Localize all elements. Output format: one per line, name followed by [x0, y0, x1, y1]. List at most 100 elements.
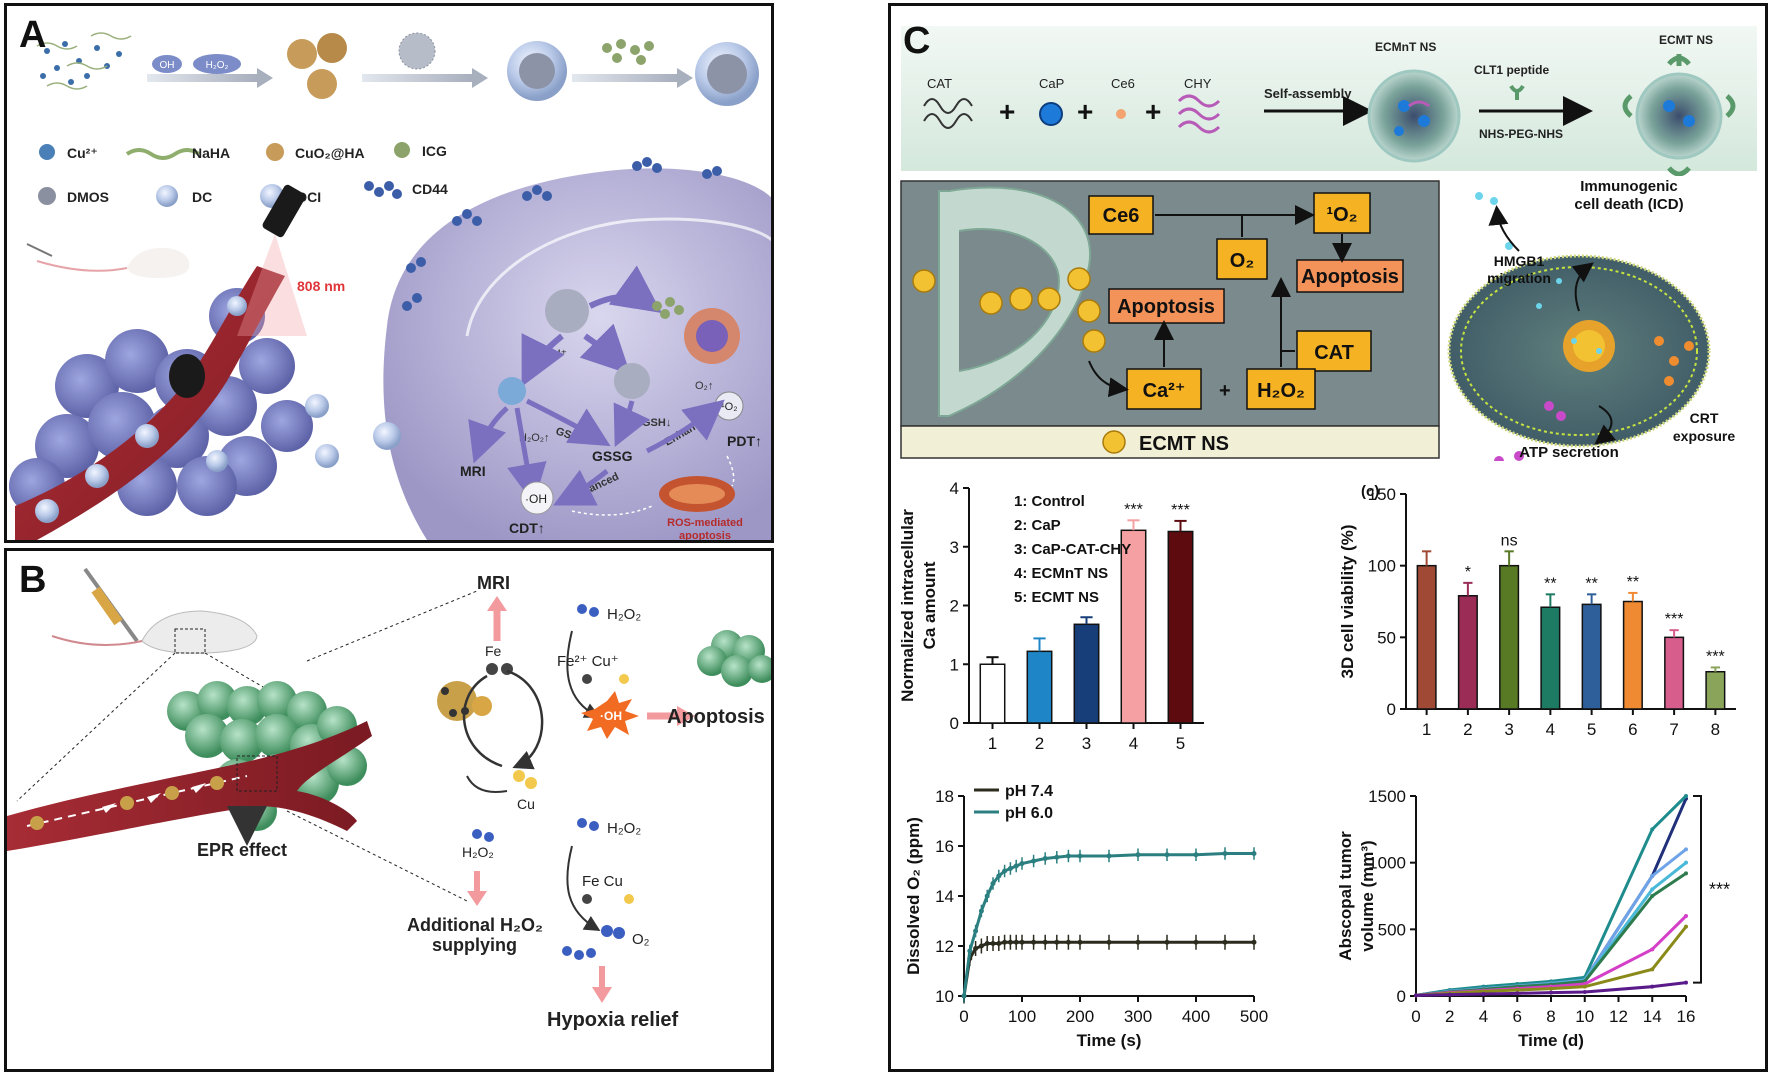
data-point [1650, 984, 1655, 989]
legend-naha: NaHA [192, 145, 230, 161]
y-tick-label: 2 [950, 597, 959, 616]
data-point [1582, 990, 1587, 994]
y-tick-label: 500 [1378, 920, 1406, 939]
x-tick-label: 0 [1411, 1007, 1420, 1026]
x-tick-label: 4 [1546, 720, 1555, 739]
hmgb1-line2: migration [1487, 270, 1551, 286]
bar [1540, 606, 1561, 710]
data-point [1007, 866, 1013, 871]
h2o2-up: H₂O₂↑ [519, 432, 550, 444]
significance-mark: *** [1709, 879, 1730, 899]
series-line [962, 852, 1254, 997]
x-tick-label: 1 [1422, 720, 1431, 739]
data-point [961, 993, 967, 999]
x-tick-label: 300 [1124, 1007, 1152, 1026]
data-point [1481, 992, 1486, 996]
x-tick-label: 500 [1240, 1007, 1268, 1026]
reagent-h2o2: H₂O₂ [206, 60, 229, 71]
panel-c: C CAT + CaP + Ce6 + CHY Self-a [888, 3, 1768, 1072]
box-h2o2: H₂O₂ [1257, 380, 1305, 402]
box-apoptosis-2: Apoptosis [1117, 296, 1215, 318]
data-point [1549, 990, 1553, 995]
y-tick-label: 150 [1368, 485, 1396, 504]
significance-mark: *** [1124, 501, 1143, 518]
data-point [1031, 858, 1037, 864]
data-point [1650, 967, 1655, 972]
data-point [1447, 992, 1452, 997]
y-tick-label: 0 [1387, 700, 1396, 719]
panel-b-label: B [19, 559, 47, 601]
svg-text:+: + [1145, 96, 1161, 127]
panel-a: A [4, 3, 774, 543]
significance-mark: ** [1627, 574, 1639, 591]
hmgb1-line1: HMGB1 [1494, 253, 1545, 269]
o2-b: O₂ [632, 931, 650, 948]
data-point [973, 946, 979, 951]
singlet-o2: ¹O₂ [721, 401, 738, 413]
legend-dc: DC [192, 189, 212, 205]
ecmnt-label: ECMnT NS [1375, 40, 1436, 54]
crt-line2: exposure [1673, 428, 1735, 444]
ros-line2: apoptosis [679, 530, 731, 540]
ros-line1: ROS-mediated [667, 517, 743, 529]
y-tick-label: 50 [1377, 628, 1396, 647]
data-point [1684, 847, 1688, 852]
x-tick-label: 0 [959, 1007, 968, 1026]
data-point [1031, 939, 1037, 945]
bar [1457, 595, 1478, 710]
box-singlet-o2: ¹O₂ [1326, 204, 1357, 226]
significance-mark: *** [1706, 648, 1725, 665]
data-point [1515, 988, 1520, 992]
reagent-oh: OH [160, 60, 175, 71]
data-point [1135, 852, 1141, 858]
additional-line1: Additional H₂O₂ [407, 915, 543, 935]
legend-entry: 1: Control [1014, 493, 1085, 510]
gsh-down-2: GSH↓ [642, 417, 671, 429]
data-point [1251, 939, 1257, 945]
y-tick-label: 0 [1397, 987, 1406, 1006]
significance-mark: * [1465, 564, 1471, 581]
data-point [967, 948, 973, 954]
data-point [1002, 868, 1008, 874]
x-tick-label: 4 [1479, 1007, 1488, 1026]
data-point [1019, 939, 1025, 945]
data-point [990, 941, 996, 946]
series-line [1415, 872, 1687, 997]
bar [1581, 603, 1602, 710]
box-ca: Ca²⁺ [1143, 380, 1186, 402]
ecmt-legend: ECMT NS [1139, 433, 1229, 455]
bar [979, 663, 1006, 724]
data-point [996, 873, 1002, 879]
data-point [1549, 986, 1553, 991]
significance-mark: ** [1544, 575, 1556, 592]
cd44-receptors [402, 157, 722, 311]
hypoxia-relief: Hypoxia relief [547, 1009, 679, 1031]
box-o2: O₂ [1230, 250, 1254, 272]
cu-label: Cu [517, 796, 535, 812]
bar [1026, 650, 1053, 724]
data-point [1164, 939, 1170, 945]
svg-text:+: + [1077, 96, 1093, 127]
y-tick-label: 3 [950, 538, 959, 557]
x-tick-label: 6 [1513, 1007, 1522, 1026]
data-point [1019, 861, 1025, 866]
series-line [1415, 794, 1688, 997]
legend-entry: 3: CaP-CAT-CHY [1014, 541, 1131, 558]
blood-vessel-b [7, 721, 372, 851]
data-point [1002, 939, 1008, 945]
epr-effect: EPR effect [197, 840, 287, 860]
crt-line1: CRT [1690, 410, 1719, 426]
synthesis-strip: OH H₂O₂ [36, 32, 759, 106]
series-line [1415, 848, 1687, 997]
data-point [990, 881, 996, 886]
fe-cu-b: Fe Cu [582, 873, 623, 890]
clt1-label: CLT1 peptide [1474, 63, 1549, 77]
data-point [1193, 939, 1199, 945]
bar [1416, 564, 1437, 710]
data-point [1013, 939, 1019, 945]
panel-a-illustration: OH H₂O₂ Cu²⁺ [9, 32, 771, 540]
data-point [1007, 939, 1013, 945]
